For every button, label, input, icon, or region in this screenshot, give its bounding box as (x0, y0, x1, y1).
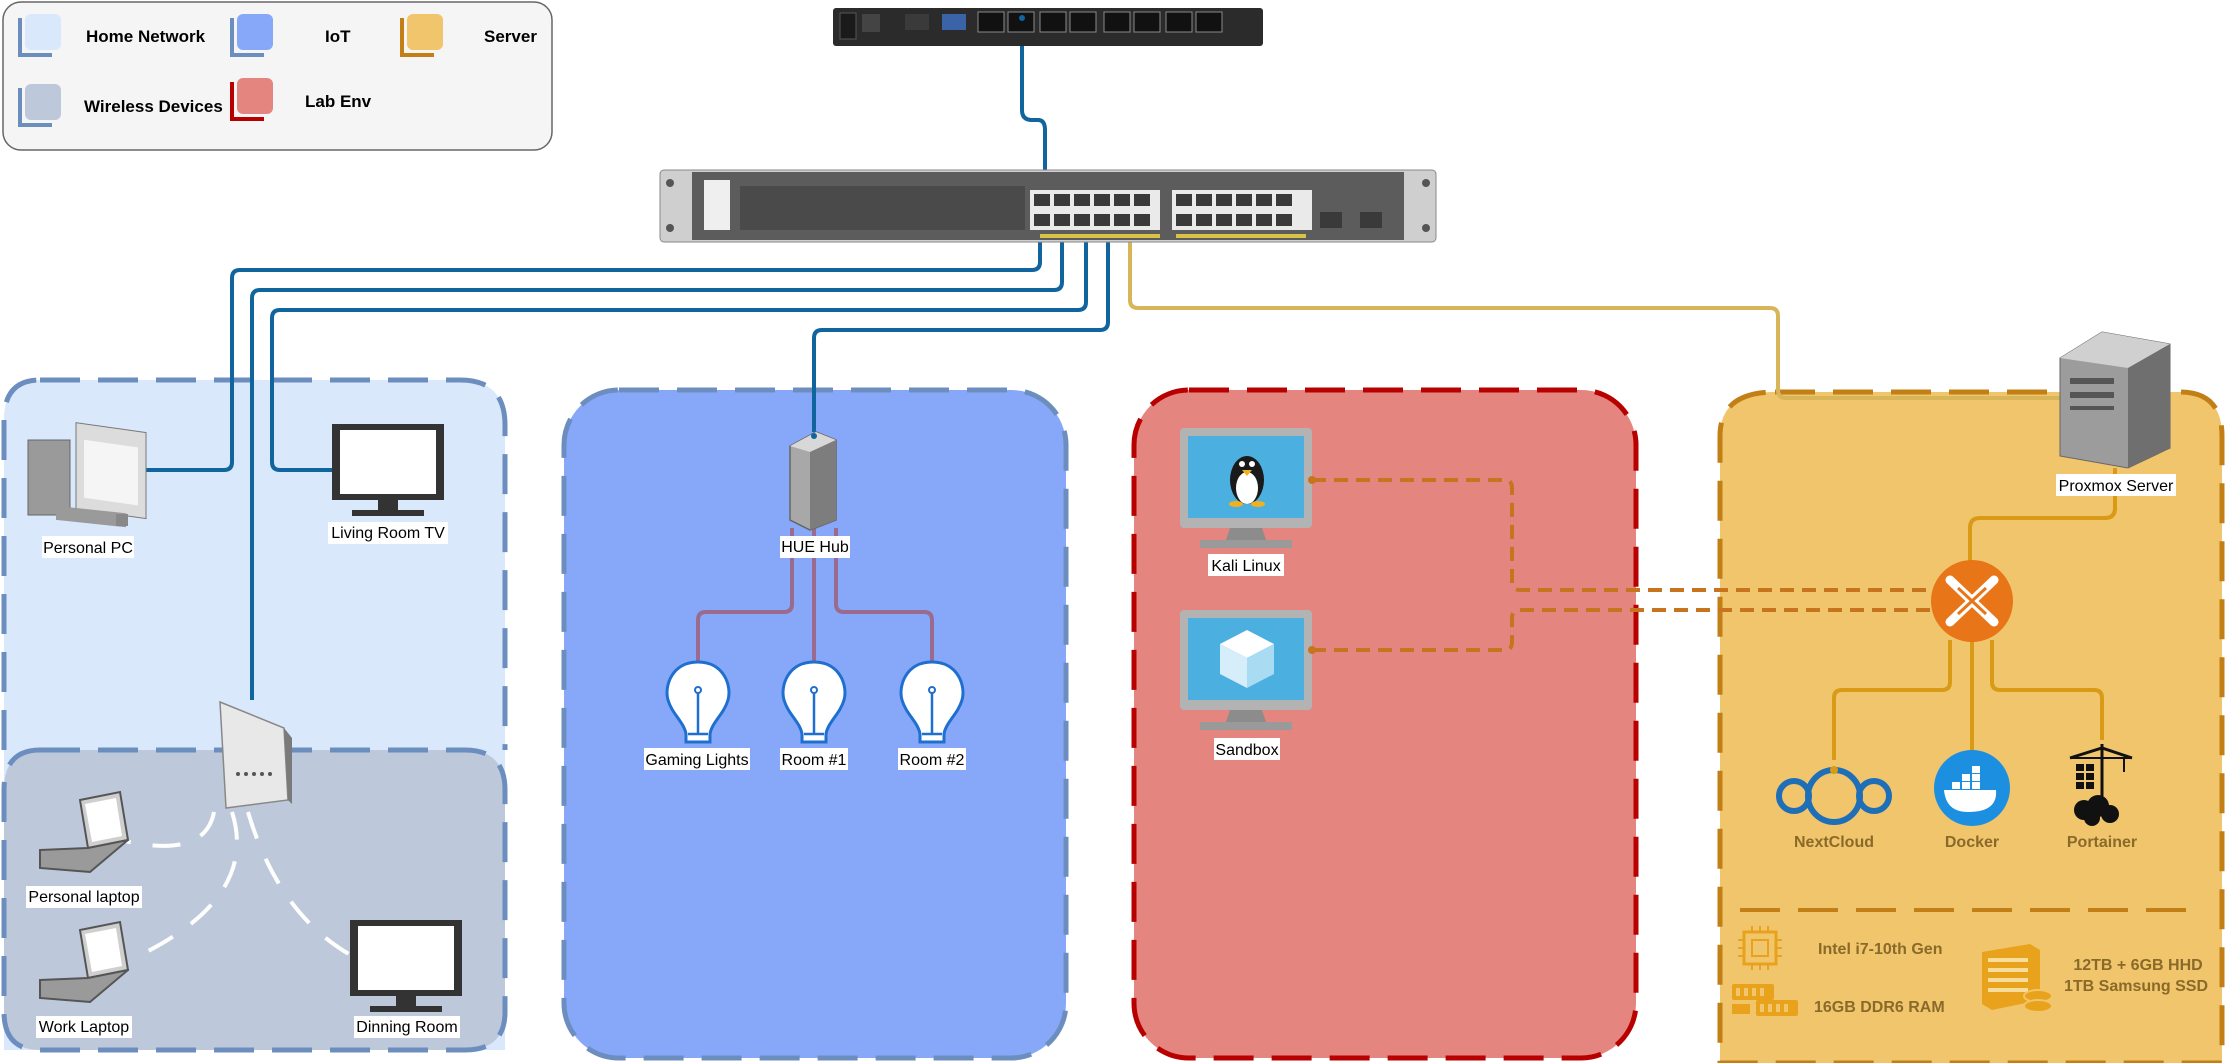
kali-linux-label: Kali Linux (1211, 558, 1280, 575)
light-bulb-icon[interactable] (899, 660, 965, 744)
virtual-machine-icon[interactable] (1180, 610, 1312, 730)
living-room-tv-label: Living Room TV (331, 525, 445, 542)
personal-pc-label: Personal PC (43, 540, 133, 557)
sandbox-label-group: Sandbox (1214, 738, 1280, 760)
personal-laptop-label: Personal laptop (28, 889, 139, 906)
light-bulb-icon[interactable] (781, 660, 847, 744)
proxmox-server-label: Proxmox Server (2059, 478, 2174, 495)
docker-label: Docker (1945, 834, 1999, 851)
tux-icon (1229, 456, 1265, 507)
room2-label-group: Room #2 (898, 748, 966, 770)
server-tower-icon[interactable] (2059, 331, 2171, 469)
switch-icon[interactable] (659, 169, 1437, 243)
legend-swatch-home-network (18, 14, 61, 57)
dinning-room-label-group: Dinning Room (354, 1016, 460, 1038)
laptop-icon[interactable] (39, 920, 130, 1004)
ram-label: 16GB DDR6 RAM (1814, 999, 1945, 1016)
ethernet-links (146, 18, 2070, 700)
hub-icon[interactable] (789, 431, 837, 531)
cpu-icon (1738, 926, 1782, 970)
storage-line1-label: 12TB + 6GB HHD (2073, 957, 2202, 974)
room2-label: Room #2 (900, 752, 965, 769)
gaming-lights-label: Gaming Lights (645, 752, 748, 769)
personal-pc-label-group: Personal PC (42, 536, 134, 558)
monitor-icon[interactable] (332, 424, 444, 516)
hue-hub-label: HUE Hub (781, 539, 849, 556)
monitor-icon[interactable] (350, 920, 462, 1012)
legend-lab-env-label: Lab Env (305, 92, 372, 111)
work-laptop-label: Work Laptop (39, 1019, 130, 1036)
legend-swatch-iot (230, 14, 273, 57)
light-bulb-icon[interactable] (665, 660, 731, 744)
storage-line2-label: 1TB Samsung SSD (2064, 978, 2208, 995)
proxmox-label-group: Proxmox Server (2056, 474, 2176, 496)
gaming-lights-label-group: Gaming Lights (644, 748, 750, 770)
legend-swatch-server (400, 14, 443, 57)
legend-home-network-label: Home Network (86, 27, 206, 46)
kali-label-group: Kali Linux (1208, 554, 1284, 576)
switch-to-tv-link (270, 222, 1088, 472)
wireless-access-point-icon[interactable] (219, 700, 292, 809)
proxmox-links (1832, 468, 2117, 760)
switch-to-access-point-link (250, 222, 1064, 700)
portainer-label: Portainer (2067, 834, 2137, 851)
switch-to-pc-link (146, 222, 1042, 472)
legend-server-label: Server (484, 27, 537, 46)
docker-icon[interactable] (1934, 750, 2010, 826)
sandbox-label: Sandbox (1215, 742, 1278, 759)
wireless-signal-links (119, 811, 361, 962)
hue-hub-label-group: HUE Hub (780, 536, 850, 558)
legend-iot-label: IoT (325, 27, 351, 46)
dinning-room-label: Dinning Room (356, 1019, 457, 1036)
cube-icon (1220, 630, 1274, 688)
room1-label-group: Room #1 (780, 748, 848, 770)
laptop-icon[interactable] (39, 790, 130, 874)
cpu-label: Intel i7-10th Gen (1818, 941, 1942, 958)
virtual-machine-icon[interactable] (1180, 428, 1312, 548)
legend-swatch-lab-env (230, 78, 273, 121)
ram-icon (1732, 984, 1798, 1016)
personal-laptop-label-group: Personal laptop (26, 886, 142, 908)
living-room-tv-label-group: Living Room TV (328, 522, 448, 544)
lab-vm-links (1312, 478, 1930, 652)
router-icon[interactable] (833, 8, 1263, 46)
legend-wireless-label: Wireless Devices (84, 97, 223, 116)
room1-label: Room #1 (782, 752, 847, 769)
switch-to-hue-hub-link (812, 222, 1110, 432)
switch-to-proxmox-link (1128, 222, 2070, 400)
legend-swatch-wireless (18, 84, 61, 127)
nextcloud-icon[interactable] (1776, 766, 1892, 825)
router-to-switch-link (1020, 18, 1047, 200)
legend: Home Network IoT Server Wireless Devices… (2, 1, 553, 151)
storage-icon (1982, 944, 2053, 1013)
work-laptop-label-group: Work Laptop (36, 1016, 132, 1038)
portainer-icon[interactable] (2069, 744, 2133, 826)
nextcloud-label: NextCloud (1794, 834, 1874, 851)
proxmox-icon[interactable] (1931, 560, 2013, 642)
desktop-pc-icon[interactable] (27, 422, 147, 528)
